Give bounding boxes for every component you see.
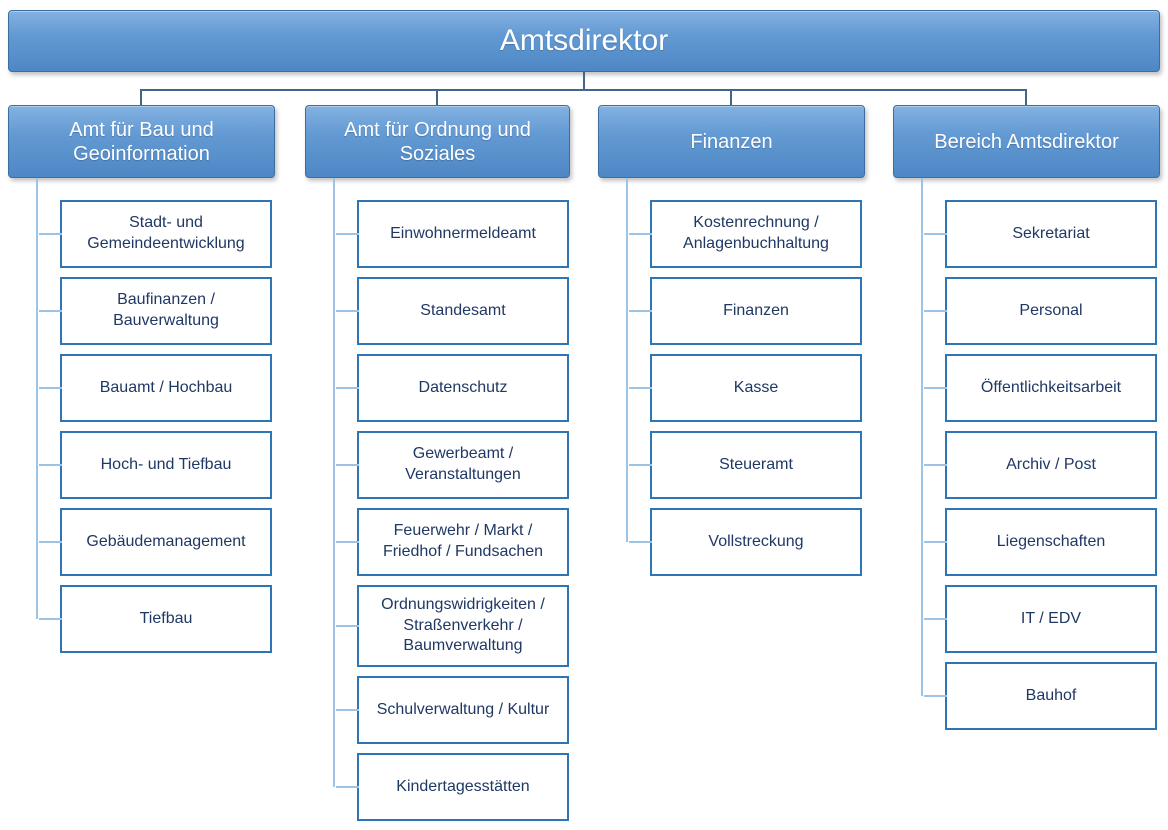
node-hoch-und-tiefbau: Hoch- und Tiefbau (39, 431, 272, 499)
node-gewerbeamt-veranstaltungen: Gewerbeamt / Veranstaltungen (336, 431, 569, 499)
root-node-amtsdirektor: Amtsdirektor (8, 10, 1160, 72)
connector-branch-stub (730, 89, 732, 105)
node-tiefbau: Tiefbau (39, 585, 272, 653)
branch-head-ordnung: Amt für Ordnung und Soziales (305, 105, 570, 178)
connector-branch-stub (140, 89, 142, 105)
node-archiv-post: Archiv / Post (924, 431, 1157, 499)
connector-root-stem (583, 71, 585, 90)
node-finanzen: Finanzen (629, 277, 862, 345)
node-it-edv: IT / EDV (924, 585, 1157, 653)
node-personal: Personal (924, 277, 1157, 345)
node-oeffentlichkeitsarbeit: Öffentlichkeitsarbeit (924, 354, 1157, 422)
node-liegenschaften: Liegenschaften (924, 508, 1157, 576)
branch-bereich-amtsdirektor: Bereich Amtsdirektor Sekretariat Persona… (893, 105, 1160, 730)
branch-finanzen: Finanzen Kostenrechnung / Anlagenbuchhal… (598, 105, 865, 576)
node-kindertagesstaetten: Kindertagesstätten (336, 753, 569, 821)
branch-ordnung: Amt für Ordnung und Soziales Einwohnerme… (305, 105, 570, 821)
connector-crossbar (140, 89, 1027, 91)
connector-rail (333, 178, 335, 787)
branch-head-bau: Amt für Bau und Geoinformation (8, 105, 275, 178)
node-einwohnermeldeamt: Einwohnermeldeamt (336, 200, 569, 268)
node-standesamt: Standesamt (336, 277, 569, 345)
node-feuerwehr-markt-friedhof-fundsachen: Feuerwehr / Markt / Friedhof / Fundsache… (336, 508, 569, 576)
node-ordnungswidrigkeiten-strassenverkehr-baumverwaltung: Ordnungswidrigkeiten / Straßenverkehr / … (336, 585, 569, 667)
connector-rail (36, 178, 38, 619)
node-steueramt: Steueramt (629, 431, 862, 499)
node-kasse: Kasse (629, 354, 862, 422)
node-sekretariat: Sekretariat (924, 200, 1157, 268)
node-datenschutz: Datenschutz (336, 354, 569, 422)
node-gebaeudemanagement: Gebäudemanagement (39, 508, 272, 576)
node-kostenrechnung-anlagenbuchhaltung: Kostenrechnung / Anlagenbuchhaltung (629, 200, 862, 268)
branch-head-bereich-amtsdirektor: Bereich Amtsdirektor (893, 105, 1160, 178)
branch-head-finanzen: Finanzen (598, 105, 865, 178)
branch-bau: Amt für Bau und Geoinformation Stadt- un… (8, 105, 275, 653)
connector-branch-stub (436, 89, 438, 105)
node-bauhof: Bauhof (924, 662, 1157, 730)
node-schulverwaltung-kultur: Schulverwaltung / Kultur (336, 676, 569, 744)
node-bauamt-hochbau: Bauamt / Hochbau (39, 354, 272, 422)
node-stadt-und-gemeindeentwicklung: Stadt- und Gemeindeentwicklung (39, 200, 272, 268)
connector-rail (626, 178, 628, 542)
connector-rail (921, 178, 923, 696)
node-vollstreckung: Vollstreckung (629, 508, 862, 576)
connector-branch-stub (1025, 89, 1027, 105)
node-baufinanzen-bauverwaltung: Baufinanzen / Bauverwaltung (39, 277, 272, 345)
